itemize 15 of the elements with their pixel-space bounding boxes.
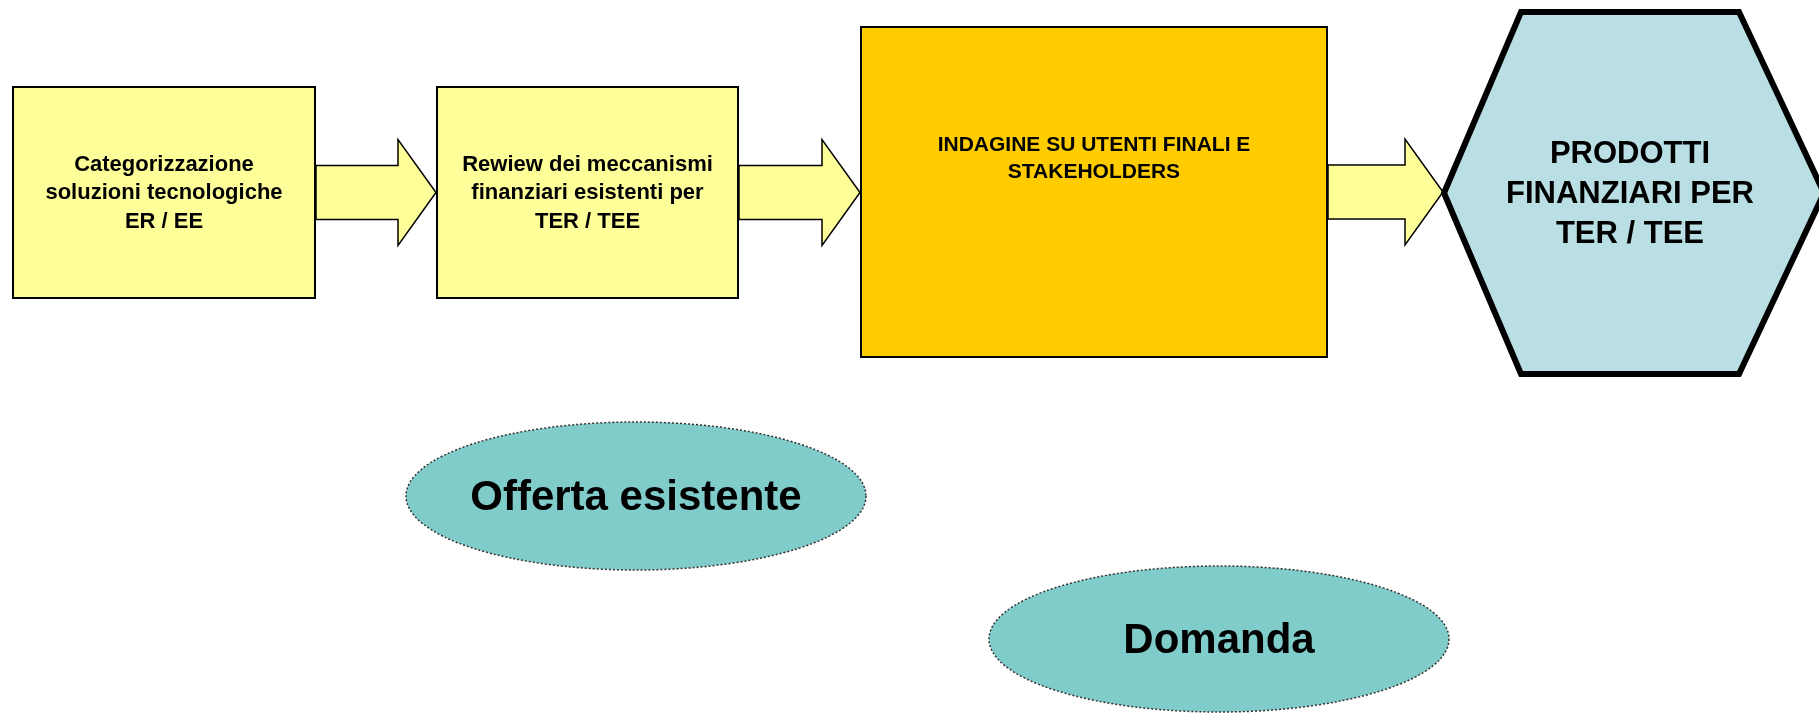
node-text: Rewiew dei meccanismi finanziari esistenti per TER / TEE (461, 149, 714, 235)
node-text: Domanda (1123, 613, 1315, 664)
process-box (12, 86, 316, 299)
block-arrow (738, 137, 861, 248)
node-text: PRODOTTI FINANZIARI PER TER / TEE (1505, 133, 1755, 253)
process-box (860, 26, 1328, 358)
node-text: Offerta esistente (470, 470, 802, 521)
block-arrow (1327, 136, 1444, 248)
ellipse-shape (405, 421, 867, 571)
node-text: Categorizzazione soluzioni tecnologiche ER / EE (44, 149, 284, 235)
node-text: INDAGINE SU UTENTI FINALI E STAKEHOLDERS (936, 130, 1252, 184)
ellipse-shape (988, 565, 1450, 713)
process-box (436, 86, 739, 299)
block-arrow (315, 137, 437, 248)
hexagon-shape (1441, 9, 1819, 377)
